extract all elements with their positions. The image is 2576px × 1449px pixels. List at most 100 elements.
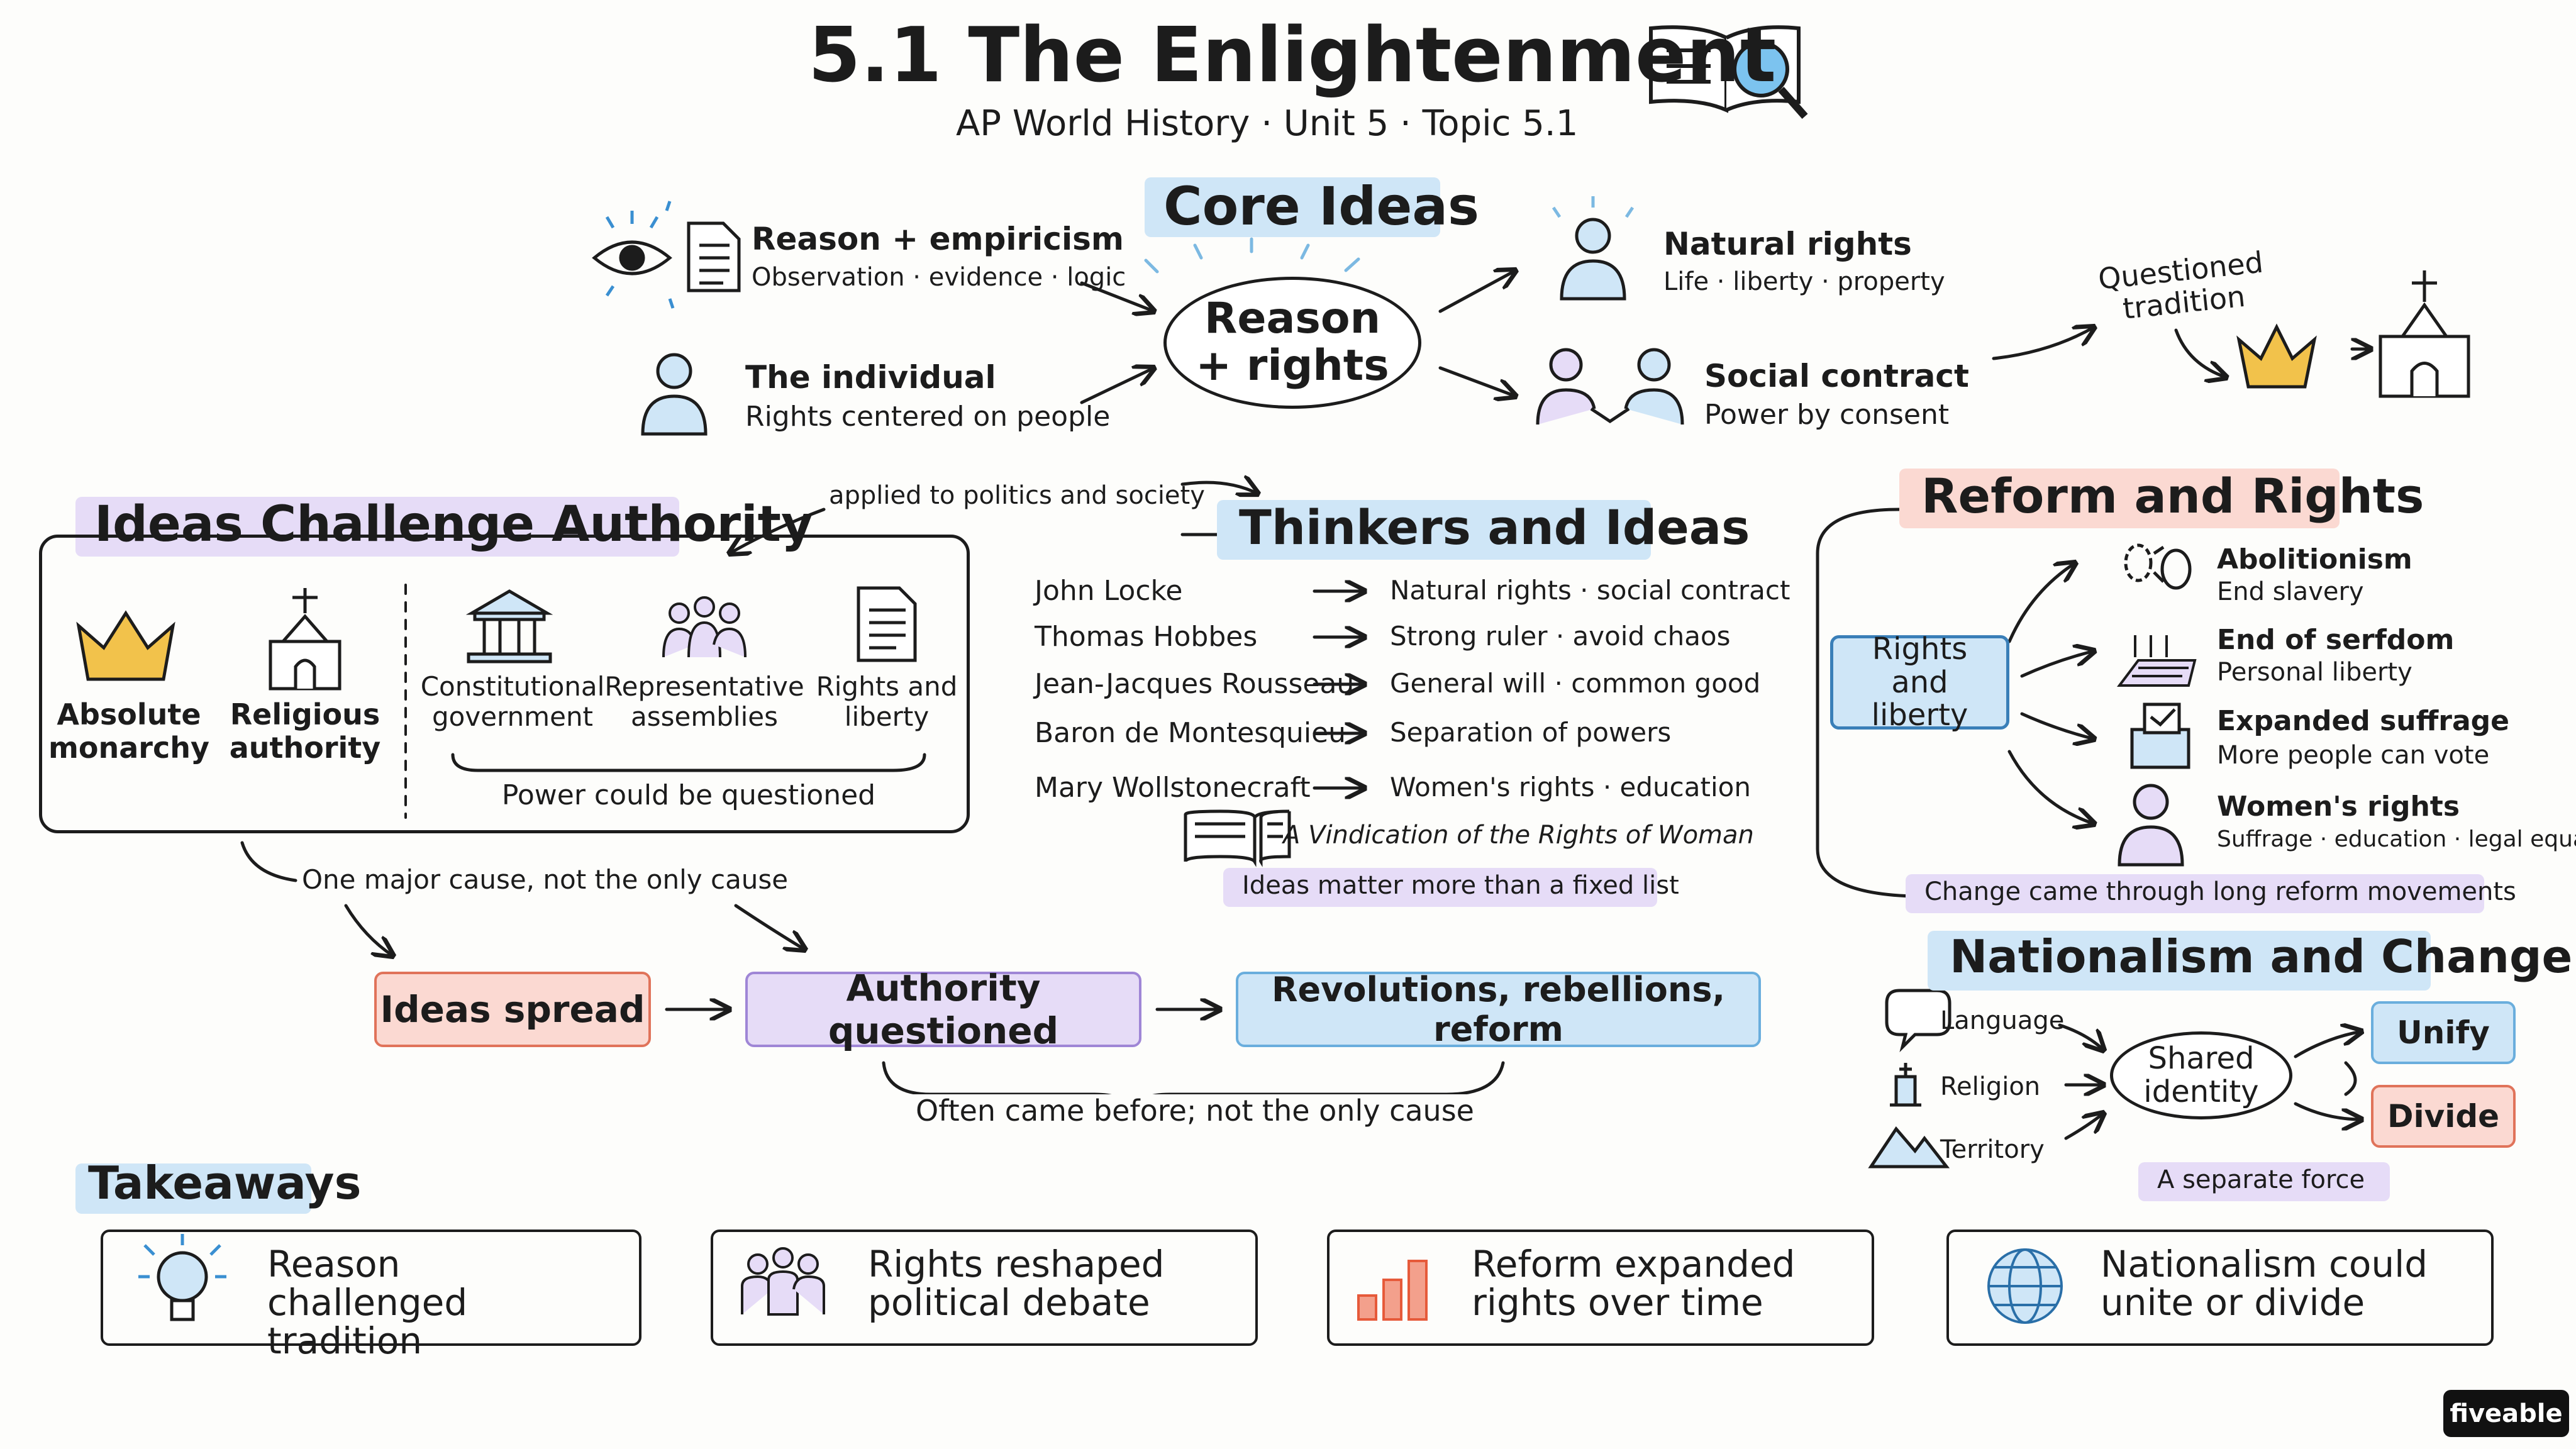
broken-chain-icon [2124, 543, 2192, 590]
brand-label: fiveable [2450, 1399, 2563, 1428]
ballot-box-icon [2130, 702, 2190, 769]
thinker-name: Thomas Hobbes [1035, 621, 1258, 653]
reason-title: Reason + empiricism [752, 221, 1124, 257]
individual-title: The individual [745, 359, 996, 396]
challenge-title: Ideas Challenge Authority [94, 496, 813, 553]
core-hub: Reason + rights [1163, 277, 1421, 409]
natural-rights-person-icon [1552, 196, 1635, 301]
questioned-tradition: Questioned tradition [2096, 245, 2265, 326]
reform-item-sub: Personal liberty [2217, 658, 2412, 687]
social-contract-people-icon [1536, 348, 1684, 425]
reform-note-highlight [1906, 874, 2484, 913]
reform-item-sub: End slavery [2217, 577, 2364, 606]
eye-icon [592, 201, 675, 309]
thinkers-note-highlight [1223, 868, 1657, 907]
takeaway-text: Reason challenged tradition [267, 1243, 468, 1362]
woman-person-icon [2118, 784, 2184, 867]
core-hub-label: Reason + rights [1196, 294, 1389, 391]
core-title: Core Ideas [1163, 175, 1480, 237]
reform-item-sub: More people can vote [2217, 741, 2490, 770]
flow-step-label: Ideas spread [380, 988, 645, 1031]
nation-input: Territory [1940, 1135, 2045, 1164]
reason-sub: Observation · evidence · logic [752, 263, 1126, 292]
thinker-idea: Strong ruler · avoid chaos [1390, 621, 1731, 652]
flow-step-authority-questioned: Authority questioned [745, 967, 1141, 1052]
brand-badge: fiveable [2443, 1390, 2569, 1437]
challenge-item-constitutional: Constitutional government [420, 671, 605, 733]
nation-note: A separate force [2157, 1165, 2365, 1194]
thinkers-title: Thinkers and Ideas [1239, 499, 1750, 555]
unify-box: Unify [2371, 1001, 2516, 1064]
flow-note: Often came before; not the only cause [880, 1094, 1509, 1128]
church-icon-top [2379, 270, 2470, 398]
cause-note: One major cause, not the only cause [302, 864, 789, 895]
challenge-bracket-label: Power could be questioned [501, 779, 876, 811]
reform-item-title: Women's rights [2217, 791, 2460, 823]
takeaway-card-4 [1946, 1230, 2494, 1346]
challenge-title-highlight [75, 497, 679, 557]
mountain-icon [1868, 1126, 1950, 1169]
nation-hub: Shared identity [2110, 1031, 2292, 1119]
divide-label: Divide [2387, 1098, 2500, 1135]
thinker-name: Mary Wollstonecraft [1035, 772, 1311, 804]
reform-hub: Rights and liberty [1830, 631, 2009, 733]
reform-item-title: Abolitionism [2217, 543, 2412, 575]
thinker-name: Baron de Montesquieu [1035, 717, 1346, 749]
thinker-idea: General will · common good [1390, 668, 1761, 699]
page-title: 5.1 The Enlightenment [808, 12, 1777, 99]
nation-title: Nationalism and Change [1950, 930, 2573, 983]
applied-note: applied to politics and society [829, 481, 1205, 510]
thinker-name: John Locke [1035, 575, 1183, 607]
individual-person-icon [641, 353, 708, 436]
social-sub: Power by consent [1704, 399, 1950, 431]
challenge-item-assemblies: Representative assemblies [604, 671, 804, 733]
reform-item-sub: Suffrage · education · legal equality [2217, 826, 2576, 852]
social-title: Social contract [1704, 358, 1969, 394]
flow-step-revolutions: Revolutions, rebellions, reform [1236, 970, 1761, 1049]
reform-item-title: Expanded suffrage [2217, 705, 2509, 737]
reform-item-title: End of serfdom [2217, 624, 2455, 656]
thinker-idea: Separation of powers [1390, 717, 1672, 748]
challenge-item-monarchy: Absolute monarchy [48, 697, 209, 765]
reform-hub-label: Rights and liberty [1871, 631, 1968, 733]
flow-step-label: Revolutions, rebellions, reform [1271, 970, 1726, 1049]
flow-step-ideas-spread: Ideas spread [374, 972, 651, 1047]
core-title-highlight [1145, 177, 1440, 237]
natural-title: Natural rights [1663, 226, 1912, 262]
takeaway-text: Reform expanded rights over time [1472, 1243, 1796, 1324]
challenge-box [39, 535, 970, 833]
thinker-name: Jean-Jacques Rousseau [1035, 668, 1355, 700]
open-book-icon [1184, 809, 1291, 867]
thinkers-note: Ideas matter more than a fixed list [1242, 871, 1679, 900]
reform-title-highlight [1899, 469, 2340, 528]
document-icon [687, 221, 741, 292]
reform-title: Reform and Rights [1921, 468, 2424, 524]
challenge-item-rights: Rights and liberty [816, 671, 958, 733]
individual-sub: Rights centered on people [745, 401, 1111, 433]
nation-title-highlight [1928, 931, 2431, 991]
book-title: A Vindication of the Rights of Woman [1283, 821, 1754, 850]
thinker-idea: Natural rights · social contract [1390, 575, 1790, 606]
takeaway-text: Nationalism could unite or divide [2101, 1243, 2428, 1324]
takeaway-text: Rights reshaped political debate [868, 1243, 1165, 1324]
religion-cross-icon [1890, 1063, 1921, 1107]
nation-note-highlight [2138, 1162, 2390, 1201]
takeaway-card-2 [711, 1230, 1258, 1346]
reform-note: Change came through long reform movement… [1924, 877, 2516, 906]
takeaways-title: Takeaways [88, 1157, 362, 1209]
thinker-idea: Women's rights · education [1390, 772, 1751, 802]
takeaway-card-1 [101, 1230, 641, 1346]
divide-box: Divide [2371, 1085, 2516, 1148]
field-wheat-icon [2117, 635, 2197, 687]
page-subtitle: AP World History · Unit 5 · Topic 5.1 [956, 103, 1579, 144]
challenge-item-religion: Religious authority [229, 697, 381, 765]
nation-input: Religion [1940, 1072, 2041, 1101]
flow-step-label: Authority questioned [828, 967, 1059, 1052]
thinkers-title-highlight [1217, 500, 1651, 560]
takeaways-title-highlight [75, 1163, 311, 1214]
unify-label: Unify [2397, 1014, 2490, 1051]
nation-input: Language [1940, 1006, 2065, 1035]
takeaway-card-3 [1327, 1230, 1874, 1346]
crown-icon-top [2236, 323, 2317, 389]
natural-sub: Life · liberty · property [1663, 267, 1945, 296]
